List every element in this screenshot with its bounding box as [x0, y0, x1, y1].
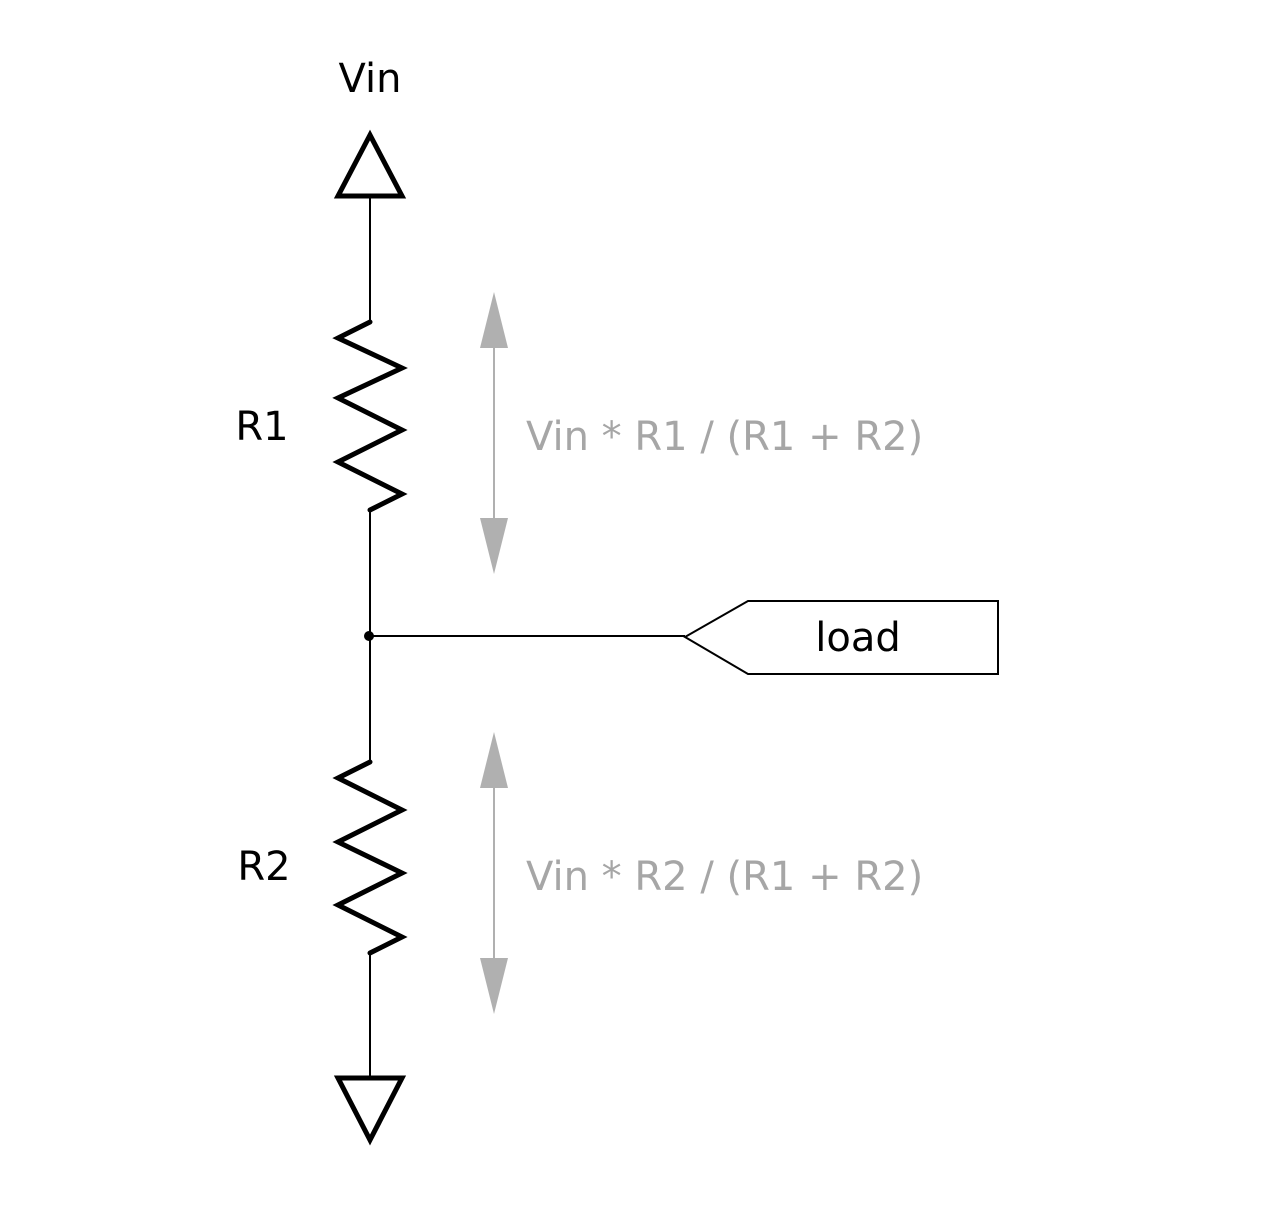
r1-resistor-symbol: [332, 319, 408, 513]
vin-label: Vin: [339, 56, 402, 102]
r1-voltage-formula: Vin * R1 / (R1 + R2): [526, 414, 923, 460]
r1-voltage-dimension-arrow: [480, 292, 508, 574]
vin-power-symbol: [333, 129, 407, 199]
r2-voltage-formula: Vin * R2 / (R1 + R2): [526, 854, 923, 900]
arrowhead-up-icon: [480, 732, 508, 788]
r1-label: R1: [235, 404, 288, 450]
arrowhead-down-icon: [480, 958, 508, 1014]
arrowhead-down-icon: [480, 518, 508, 574]
r2-voltage-dimension-arrow: [480, 732, 508, 1014]
arrowhead-up-icon: [480, 292, 508, 348]
load-net-label-flag: [683, 600, 999, 675]
junction-dot: [364, 631, 374, 641]
r2-label: R2: [237, 844, 290, 890]
ground-symbol: [333, 1075, 407, 1146]
load-label: load: [815, 615, 901, 661]
r2-resistor-symbol: [332, 759, 408, 956]
